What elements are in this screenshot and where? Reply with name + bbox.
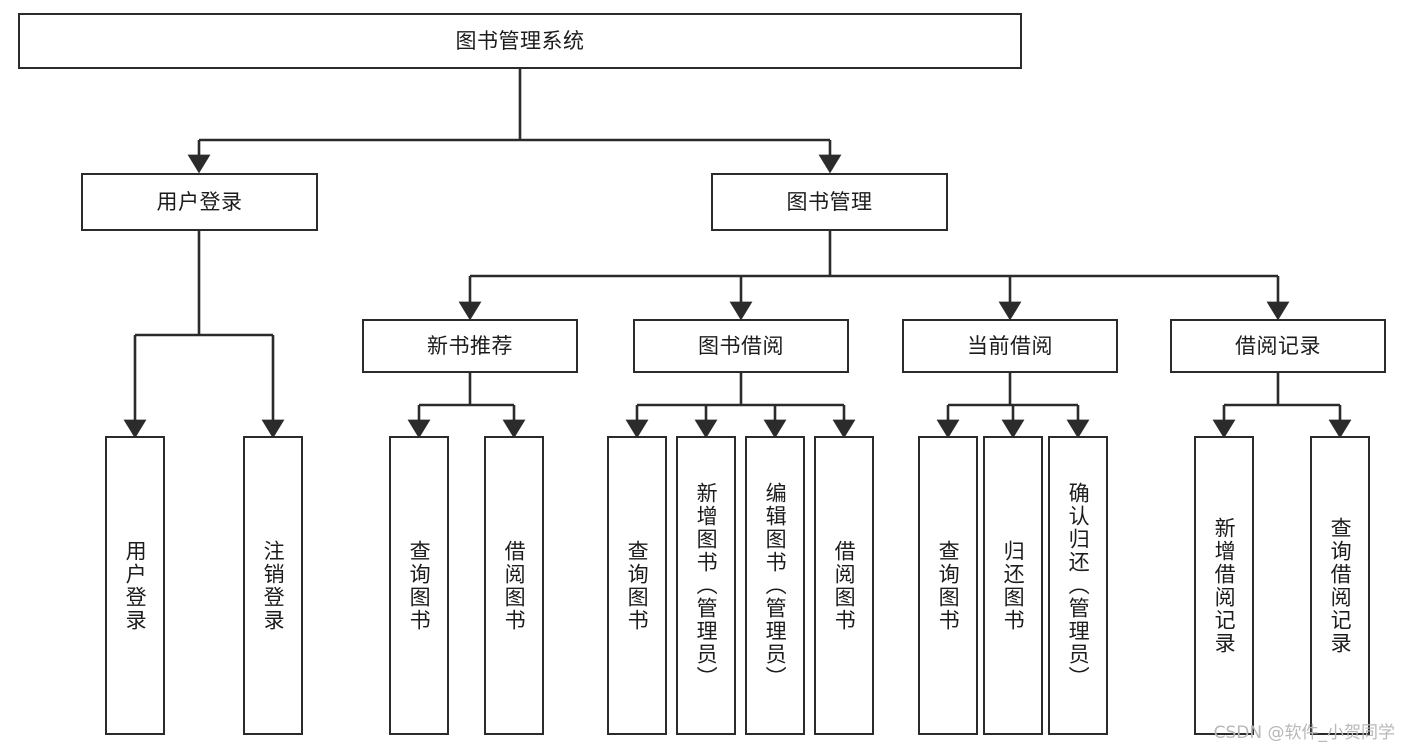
node-leaf-rec-query-book[interactable]: 查询图书 <box>389 436 449 735</box>
node-label: 借阅记录 <box>1235 333 1321 358</box>
node-leaf-cb-return-book[interactable]: 归还图书 <box>983 436 1043 735</box>
node-leaf-bb-borrow-book[interactable]: 借阅图书 <box>814 436 874 735</box>
node-leaf-bb-edit-book[interactable]: 编辑图书（管理员） <box>745 436 805 735</box>
node-new-book-recommend[interactable]: 新书推荐 <box>362 319 578 373</box>
node-label: 确认归还（管理员） <box>1066 482 1091 689</box>
node-label: 用户登录 <box>156 189 243 214</box>
node-leaf-bb-add-book[interactable]: 新增图书（管理员） <box>676 436 736 735</box>
node-label: 当前借阅 <box>967 333 1053 358</box>
node-label: 查询图书 <box>625 539 650 632</box>
node-leaf-user-login[interactable]: 用户登录 <box>105 436 165 735</box>
node-leaf-user-logout[interactable]: 注销登录 <box>243 436 303 735</box>
node-label: 查询借阅记录 <box>1328 516 1353 655</box>
node-label: 查询图书 <box>936 539 961 632</box>
node-borrow-record[interactable]: 借阅记录 <box>1170 319 1386 373</box>
watermark: CSDN @软件_小贺同学 <box>1213 723 1395 743</box>
node-label: 图书管理系统 <box>455 28 585 53</box>
node-user-login[interactable]: 用户登录 <box>81 173 318 231</box>
node-label: 归还图书 <box>1001 539 1026 632</box>
node-label: 编辑图书（管理员） <box>763 482 788 689</box>
node-label: 借阅图书 <box>502 539 527 632</box>
node-book-manage[interactable]: 图书管理 <box>711 173 948 231</box>
node-label: 新增图书（管理员） <box>694 482 719 689</box>
node-label: 图书借阅 <box>698 333 784 358</box>
node-leaf-br-add-record[interactable]: 新增借阅记录 <box>1194 436 1254 735</box>
node-leaf-bb-query-book[interactable]: 查询图书 <box>607 436 667 735</box>
node-label: 查询图书 <box>407 539 432 632</box>
node-label: 用户登录 <box>123 539 148 632</box>
node-label: 图书管理 <box>786 189 873 214</box>
node-label: 新书推荐 <box>427 333 513 358</box>
node-book-borrow[interactable]: 图书借阅 <box>633 319 849 373</box>
node-label: 注销登录 <box>261 539 286 632</box>
node-leaf-cb-query-book[interactable]: 查询图书 <box>918 436 978 735</box>
node-current-borrow[interactable]: 当前借阅 <box>902 319 1118 373</box>
node-label: 新增借阅记录 <box>1212 516 1237 655</box>
node-root[interactable]: 图书管理系统 <box>18 13 1022 69</box>
node-leaf-br-query-record[interactable]: 查询借阅记录 <box>1310 436 1370 735</box>
node-leaf-cb-confirm-return[interactable]: 确认归还（管理员） <box>1048 436 1108 735</box>
node-label: 借阅图书 <box>832 539 857 632</box>
node-leaf-rec-borrow-book[interactable]: 借阅图书 <box>484 436 544 735</box>
